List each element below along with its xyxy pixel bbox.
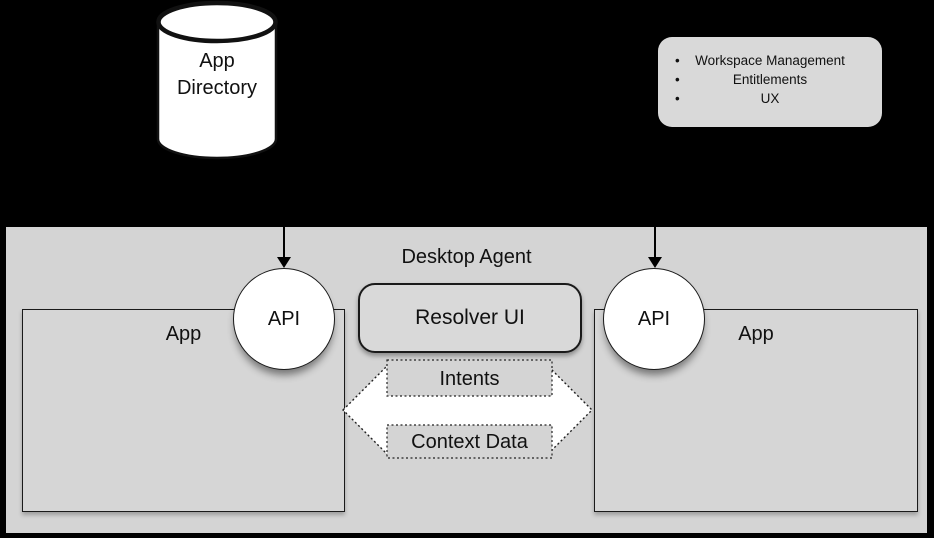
app-directory-cylinder bbox=[156, 0, 278, 162]
bullet-icon: • bbox=[675, 72, 680, 87]
app-box-left-label: App bbox=[165, 323, 202, 345]
list-item: • Entitlements bbox=[658, 70, 882, 89]
app-directory-label-line2: Directory bbox=[176, 77, 257, 99]
desktop-agent-title: Desktop Agent bbox=[401, 246, 532, 268]
feature-item-label: UX bbox=[760, 91, 780, 106]
bullet-icon: • bbox=[675, 91, 680, 106]
feature-item-label: Workspace Management bbox=[695, 53, 845, 68]
list-item: • UX bbox=[658, 89, 882, 108]
features-callout: • Workspace Management • Entitlements • … bbox=[658, 37, 882, 127]
connector-line-right bbox=[654, 227, 656, 258]
api-circle-left: API bbox=[233, 268, 335, 370]
intents-context-arrow: Intents Context Data bbox=[342, 359, 593, 459]
intents-label: Intents bbox=[439, 368, 499, 390]
app-box-right-label: App bbox=[738, 323, 774, 345]
bullet-icon: • bbox=[675, 53, 680, 68]
resolver-ui-label: Resolver UI bbox=[415, 306, 525, 329]
context-data-label-box bbox=[386, 424, 553, 459]
intents-label-box bbox=[386, 359, 553, 397]
arrow-head-icon bbox=[648, 257, 662, 268]
list-item: • Workspace Management bbox=[658, 51, 882, 70]
app-directory-label-line1: App bbox=[199, 50, 235, 72]
api-circle-right-label: API bbox=[637, 307, 671, 330]
database-cylinder-icon bbox=[156, 0, 278, 160]
api-circle-right: API bbox=[603, 268, 705, 370]
resolver-ui-box: Resolver UI bbox=[358, 283, 582, 353]
context-data-label: Context Data bbox=[411, 431, 529, 453]
feature-item-label: Entitlements bbox=[732, 72, 808, 87]
connector-line-left bbox=[283, 227, 285, 258]
app-directory-label: App Directory bbox=[156, 48, 278, 102]
api-circle-left-label: API bbox=[267, 307, 301, 330]
arrow-head-icon bbox=[277, 257, 291, 268]
